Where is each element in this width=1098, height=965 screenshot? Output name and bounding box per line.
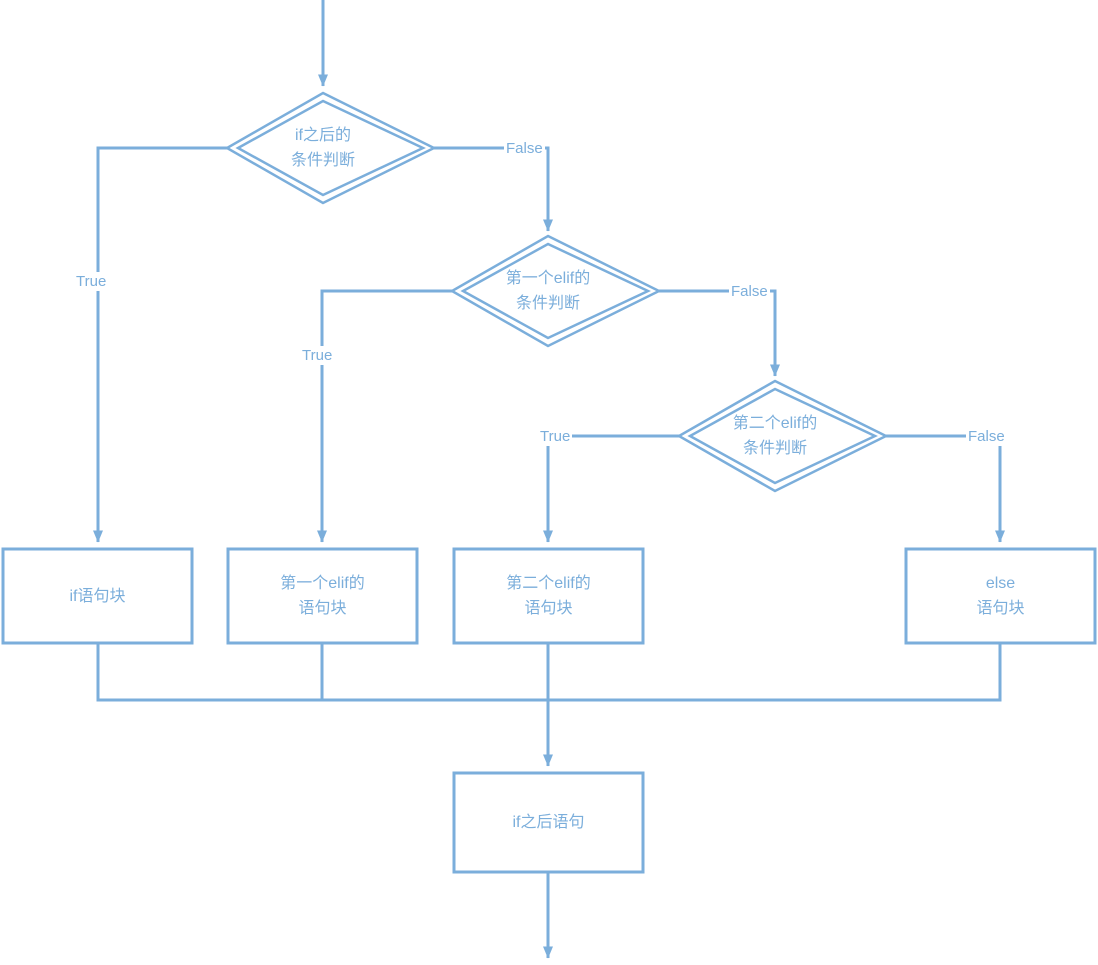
- decision-elif2-shape: [676, 379, 889, 493]
- edge-label-if-true: True: [74, 272, 109, 291]
- edge-elif1-true: [317, 289, 452, 543]
- block-elif2-shape: [452, 547, 645, 645]
- block-else-shape: [904, 547, 1097, 645]
- decision-elif1-shape: [449, 234, 662, 348]
- block-after-shape: [452, 771, 645, 874]
- edge-elif2-false: [886, 434, 1005, 543]
- edge-if-true: [93, 146, 227, 543]
- block-elif1-shape: [226, 547, 419, 645]
- edge-label-if-false: False: [504, 139, 545, 158]
- edge-label-elif1-true: True: [300, 346, 335, 365]
- edge-if-false: [434, 146, 553, 232]
- edge-elif2-true: [543, 434, 679, 543]
- decision-if-shape: [224, 91, 437, 205]
- edge-label-elif2-true: True: [538, 427, 573, 446]
- block-if-shape: [1, 547, 194, 645]
- edge-elif1-false: [659, 289, 780, 377]
- edge-label-elif1-false: False: [729, 282, 770, 301]
- edge-label-elif2-false: False: [966, 427, 1007, 446]
